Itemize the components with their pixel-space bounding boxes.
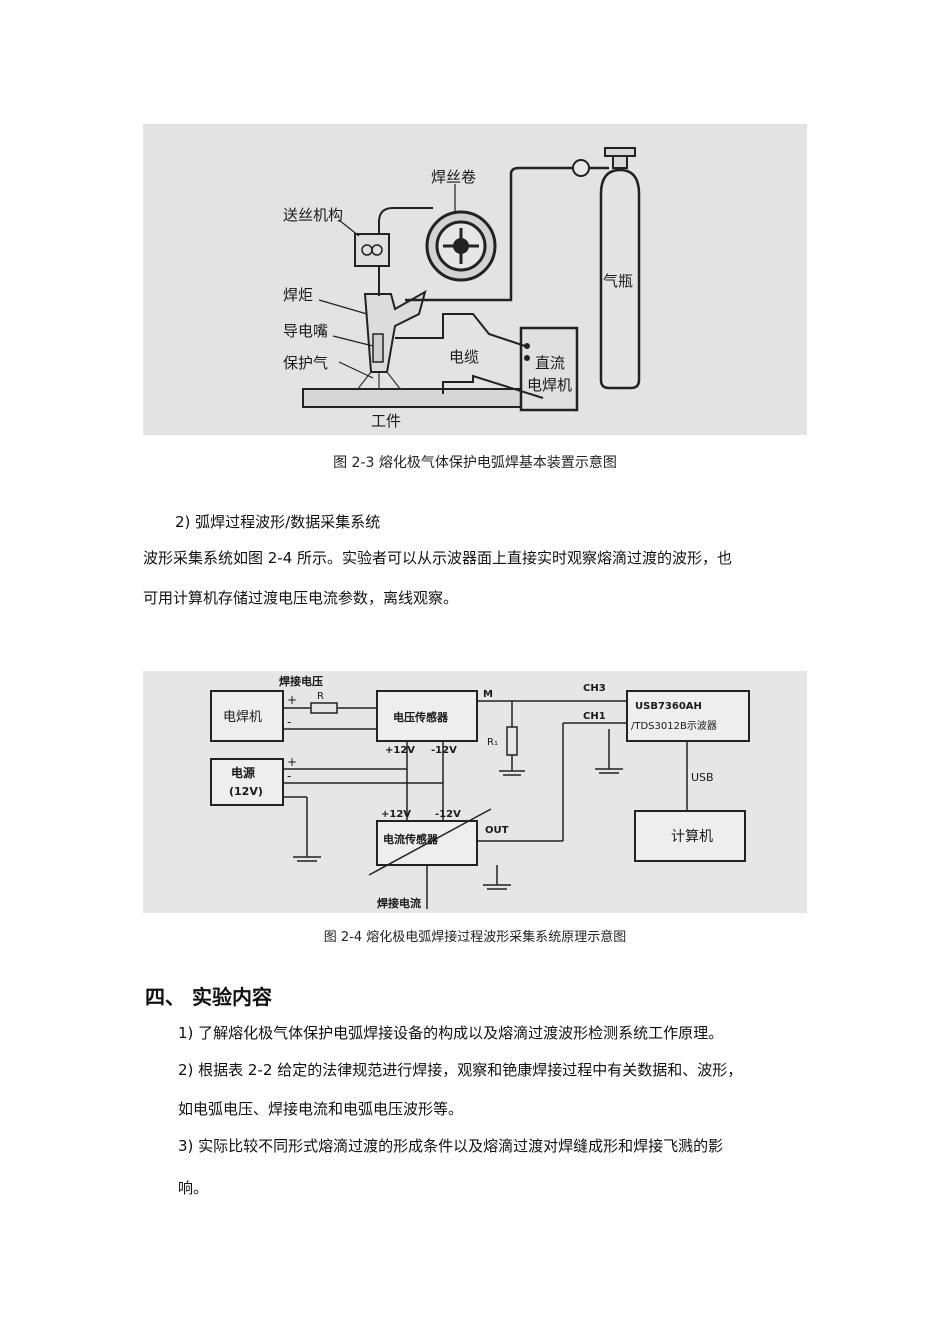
label-plus12-a: +12V xyxy=(385,745,415,756)
cable-torch xyxy=(395,313,526,347)
dc-welder-box xyxy=(519,326,579,412)
gas-hose xyxy=(405,166,577,302)
label-power-supply-2: (12V) xyxy=(229,785,263,798)
section-item-2: 2) 弧焊过程波形/数据采集系统 xyxy=(175,513,381,531)
wire-path xyxy=(378,207,433,296)
voltage-sensor-box xyxy=(376,690,478,742)
label-scope-1: USB7360AH xyxy=(635,701,702,712)
label-resistor: R xyxy=(317,691,324,702)
label-contact-tip: 导电嘴 xyxy=(283,322,328,340)
wire-spool xyxy=(425,210,497,282)
label-minus12-a: -12V xyxy=(431,745,457,756)
label-dc-welder-1: 直流 xyxy=(535,354,565,372)
body-line-1: 波形采集系统如图 2-4 所示。实验者可以从示波器面上直接实时观察熔滴过渡的波形… xyxy=(143,549,733,567)
cable-work xyxy=(442,374,544,399)
body-line-2: 可用计算机存储过渡电压电流参数，离线观察。 xyxy=(143,589,459,607)
section4-heading: 四、 实验内容 xyxy=(145,985,272,1009)
section4-item3-line1: 3) 实际比较不同形式熔滴过渡的形成条件以及熔滴过渡对焊缝成形和焊接飞溅的影 xyxy=(178,1137,724,1155)
section4-item3-line2: 响。 xyxy=(178,1179,209,1197)
figure1-caption: 图 2-3 熔化极气体保护电弧焊基本装置示意图 xyxy=(333,455,617,471)
computer-box xyxy=(634,810,746,862)
label-out-m: M xyxy=(483,689,493,700)
section4-item1: 1) 了解熔化极气体保护电弧焊接设备的构成以及熔滴过渡波形检测系统工作原理。 xyxy=(178,1024,724,1042)
label-minus-a: - xyxy=(287,715,291,729)
label-plus-b: + xyxy=(287,755,297,769)
label-out: OUT xyxy=(485,825,509,836)
label-wire-spool: 焊丝卷 xyxy=(431,168,476,186)
contact-tip xyxy=(372,333,384,363)
label-welder: 电焊机 xyxy=(223,709,262,725)
label-dc-welder-2: 电焊机 xyxy=(527,376,572,394)
label-usb: USB xyxy=(691,771,714,784)
label-welding-voltage: 焊接电压 xyxy=(279,674,323,688)
welding-apparatus-diagram: 焊丝卷 送丝机构 焊炬 导电嘴 保护气 电缆 直流 电焊机 气瓶 工件 xyxy=(143,124,807,435)
label-gas-cylinder: 气瓶 xyxy=(603,272,633,290)
section4-item2-line1: 2) 根据表 2-2 给定的法律规范进行焊接，观察和铯康焊接过程中有关数据和、波… xyxy=(178,1061,743,1079)
label-ch1: CH1 xyxy=(583,711,606,722)
label-ch3: CH3 xyxy=(583,683,606,694)
label-torch: 焊炬 xyxy=(283,286,313,304)
power-supply-box xyxy=(210,758,284,806)
label-cable: 电缆 xyxy=(449,348,479,366)
workpiece-plate xyxy=(302,388,544,408)
label-minus12-b: -12V xyxy=(435,809,461,820)
shield-gas-cone xyxy=(356,371,402,391)
pressure-gauge xyxy=(572,159,590,177)
label-power-supply-1: 电源 xyxy=(231,765,255,780)
gas-cylinder xyxy=(599,147,641,390)
oscilloscope-box xyxy=(626,690,750,742)
label-wire-feeder: 送丝机构 xyxy=(283,206,343,224)
label-shield-gas: 保护气 xyxy=(283,354,328,372)
label-computer: 计算机 xyxy=(671,829,713,845)
figure-waveform-system: 焊接电压 R + - 电焊机 电压传感器 +12V -12V M R₁ 电源 (… xyxy=(143,671,807,913)
label-minus-b: - xyxy=(287,769,291,783)
circuit-wires xyxy=(283,700,688,909)
figure2-caption: 图 2-4 熔化极电弧焊接过程波形采集系统原理示意图 xyxy=(323,930,627,945)
label-load-r: R₁ xyxy=(487,737,498,748)
section4-item2-line2: 如电弧电压、焊接电流和电弧电压波形等。 xyxy=(178,1100,464,1118)
figure-welding-apparatus: 焊丝卷 送丝机构 焊炬 导电嘴 保护气 电缆 直流 电焊机 气瓶 工件 xyxy=(143,124,807,435)
label-welding-current: 焊接电流 xyxy=(377,896,421,910)
label-plus-a: + xyxy=(287,693,297,707)
label-scope-2: /TDS3012B示波器 xyxy=(631,719,717,732)
welder-box xyxy=(210,690,284,742)
label-plus12-b: +12V xyxy=(381,809,411,820)
label-current-sensor: 电流传感器 xyxy=(383,832,439,846)
label-voltage-sensor: 电压传感器 xyxy=(393,710,449,724)
waveform-acquisition-diagram: 焊接电压 R + - 电焊机 电压传感器 +12V -12V M R₁ 电源 (… xyxy=(143,671,807,913)
label-workpiece: 工件 xyxy=(371,412,401,430)
